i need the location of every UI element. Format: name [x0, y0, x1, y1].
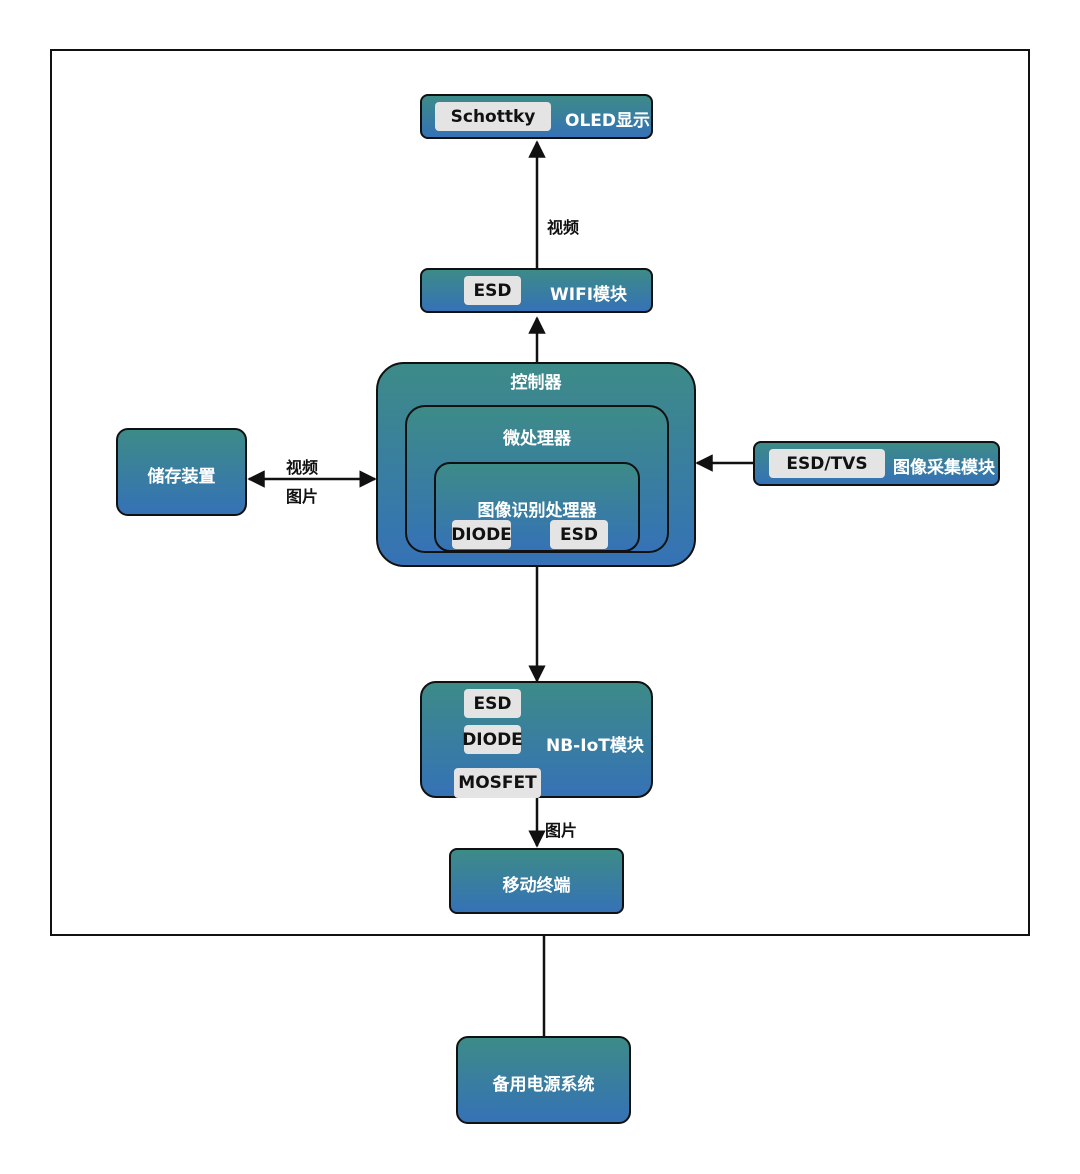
controller-label: 控制器	[510, 373, 562, 393]
wifi-label: WIFI模块	[550, 285, 628, 305]
storage-label: 储存装置	[147, 467, 216, 487]
oled-display-node: Schottky OLED显示	[420, 94, 653, 139]
backup-power-label: 备用电源系统	[492, 1075, 595, 1095]
image-capture-node: ESD/TVS 图像采集模块	[753, 441, 1000, 486]
mobile-terminal-node: 移动终端	[449, 848, 624, 914]
microprocessor-label: 微处理器	[503, 429, 571, 449]
nbiot-module-node: ESD DIODE MOSFET NB-IoT模块	[420, 681, 653, 798]
esd-tag: ESD	[550, 520, 608, 549]
edge-label-image-bottom: 图片	[545, 821, 578, 840]
oled-label: OLED显示	[565, 111, 651, 131]
wifi-module-node: ESD WIFI模块	[420, 268, 653, 313]
system-boundary	[50, 49, 1030, 936]
edge-label-video-top: 视频	[547, 218, 580, 237]
edge-label-image-left: 图片	[286, 487, 319, 506]
controller-node: 控制器 微处理器 图像识别处理器 DIODE ESD	[376, 362, 696, 567]
edge-label-video-left: 视频	[286, 458, 319, 477]
esd-tvs-tag: ESD/TVS	[769, 449, 885, 478]
backup-power-node: 备用电源系统	[456, 1036, 631, 1124]
storage-device-node: 储存装置	[116, 428, 247, 516]
diode-tag: DIODE	[462, 725, 523, 754]
esd-tag: ESD	[464, 276, 521, 305]
microprocessor-node: 微处理器 图像识别处理器 DIODE ESD	[405, 405, 669, 553]
schottky-tag: Schottky	[435, 102, 551, 131]
mosfet-tag: MOSFET	[454, 768, 541, 798]
mobile-label: 移动终端	[502, 876, 571, 896]
image-capture-label: 图像采集模块	[893, 458, 995, 478]
esd-tag: ESD	[464, 689, 521, 718]
diode-tag: DIODE	[451, 520, 512, 549]
image-recognition-processor-node: 图像识别处理器 DIODE ESD	[434, 462, 640, 552]
nbiot-label: NB-IoT模块	[546, 736, 644, 756]
image-recognition-label: 图像识别处理器	[477, 501, 597, 521]
